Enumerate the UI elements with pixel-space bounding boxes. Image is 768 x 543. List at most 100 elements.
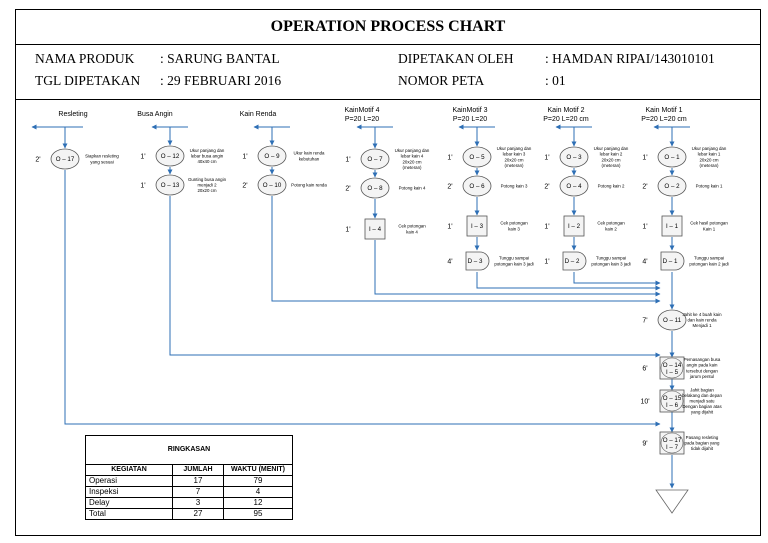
column-size-label: P=20 L=20 (345, 116, 379, 123)
node-description: Potong kain renda (291, 183, 327, 188)
node-time: 1' (140, 154, 145, 161)
node-description: menjadi 2 (197, 183, 217, 188)
delay-symbol (562, 251, 587, 271)
node-time: 2' (345, 186, 350, 193)
node-label: O – 8 (367, 185, 383, 192)
node-label: I – 3 (471, 223, 484, 230)
combined-symbol-circle (660, 432, 684, 454)
node-description: (meteran) (601, 163, 621, 168)
node-time: 1' (242, 154, 247, 161)
node-description: 20x20 cm (601, 157, 620, 162)
node-description: menjadi satu (690, 399, 715, 404)
node-description: kain 4 (406, 229, 418, 234)
summary-header-activity: KEGIATAN (85, 464, 173, 476)
merge-line (169, 196, 661, 358)
product-label: NAMA PRODUK (35, 51, 135, 66)
node-description: Potong kain 2 (598, 184, 625, 189)
inspection-symbol (661, 215, 683, 237)
summary-cell: Inspeksi (85, 486, 173, 498)
node-description: lebar kain 3 (503, 152, 526, 157)
node-description: Tunggu sampai (499, 256, 529, 261)
operation-symbol (657, 175, 687, 197)
operation-symbol (462, 175, 492, 197)
column-label: Resleting (58, 111, 87, 118)
chart-title: OPERATION PROCESS CHART (15, 9, 761, 45)
node-time: 1' (447, 224, 452, 231)
mapped-by-label: DIPETAKAN OLEH (398, 51, 514, 66)
node-label: O – 10 (263, 182, 282, 189)
node-time: 2' (242, 183, 247, 190)
node-time: 1' (447, 155, 452, 162)
node-label: O – 17 (56, 156, 75, 163)
node-description: yang dijahit (691, 410, 714, 415)
node-label: O – 9 (264, 153, 280, 160)
node-time: 2' (544, 184, 549, 191)
summary-cell: 95 (223, 508, 293, 520)
summary-cell: 3 (172, 497, 224, 509)
node-description: 20x20 cm (197, 188, 216, 193)
node-label: O – 17 (663, 437, 682, 444)
column-label: Kain Motif 2 (548, 107, 585, 114)
date-value: : 29 FEBRUARI 2016 (160, 73, 282, 88)
node-description: Gunting busa angin (188, 177, 227, 182)
node-description: Pasang resleting (686, 435, 719, 440)
node-description: angin pada kain (686, 363, 718, 368)
summary-cell: 27 (172, 508, 224, 520)
node-label: O – 3 (566, 154, 582, 161)
column-size-label: P=20 L=20 (453, 116, 487, 123)
node-description: Ukur panjang dan (594, 146, 629, 151)
operation-symbol (559, 175, 589, 197)
node-description: kain 3 (508, 226, 520, 231)
summary-cell: 7 (172, 486, 224, 498)
inspection-symbol (364, 218, 386, 240)
summary-header-time: WAKTU (MENIT) (223, 464, 293, 476)
node-description: tidak dijahit (691, 446, 714, 451)
node-time: 1' (642, 224, 647, 231)
node-label: I – 4 (369, 226, 382, 233)
node-description: Ukur panjang dan (692, 146, 727, 151)
node-time: 2' (35, 157, 40, 164)
map-no-value: : 01 (545, 73, 566, 88)
column-size-label: P=20 L=20 cm (641, 116, 687, 123)
node-description: lebar kain 4 (401, 154, 424, 159)
node-o-10: O – 10 2' Potong kain renda (242, 174, 327, 196)
node-label: O – 15 (663, 395, 682, 402)
node-description: lebar busa angin (191, 154, 224, 159)
node-time: 9' (642, 441, 647, 448)
node-time: 7' (642, 318, 647, 325)
node-description: Jahit ke 4 buah kain (682, 312, 722, 317)
chart-frame (15, 9, 761, 536)
node-time: 4' (642, 259, 647, 266)
node-description: Potong kain 3 (501, 184, 528, 189)
node-label: I – 2 (568, 223, 581, 230)
node-description: Cek hasil potongan (690, 221, 728, 226)
combined-symbol-circle (660, 390, 684, 412)
operation-symbol (462, 146, 492, 168)
node-description: 20x20 cm (699, 157, 718, 162)
combined-symbol-circle (660, 357, 684, 379)
mapped-by-value: : HAMDAN RIPAI/143010101 (545, 51, 715, 66)
operation-symbol (360, 177, 390, 199)
node-label: D – 2 (565, 258, 580, 265)
node-label-2: I – 6 (666, 402, 679, 409)
node-description: dan kain renda (687, 318, 717, 323)
node-description: Kain 1 (703, 226, 716, 231)
node-description: Jahit bagian (690, 387, 714, 392)
node-description: Ukur panjang dan (395, 148, 430, 153)
column-label: Kain Motif 1 (646, 107, 683, 114)
inspection-symbol (466, 215, 488, 237)
node-description: (meteran) (699, 163, 719, 168)
map-no-label: NOMOR PETA (398, 73, 485, 88)
